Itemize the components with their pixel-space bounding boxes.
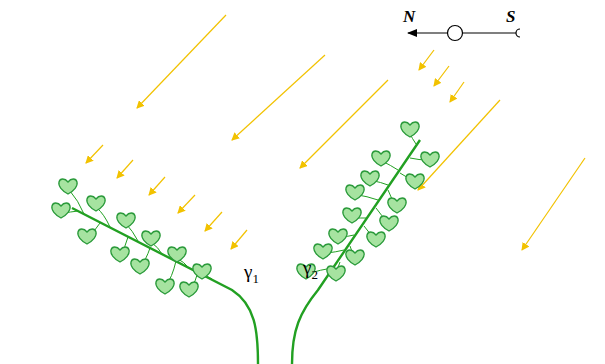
- compass-symbol: [408, 26, 520, 41]
- leaves: [52, 122, 439, 297]
- plant-stem: [72, 140, 420, 364]
- stem-label: γ2: [303, 258, 318, 277]
- sun-rays: [86, 15, 585, 250]
- compass-label: N: [403, 8, 415, 25]
- compass-label: S: [506, 8, 515, 25]
- stem-label: γ1: [244, 262, 259, 281]
- leaf-stalk: [64, 134, 426, 288]
